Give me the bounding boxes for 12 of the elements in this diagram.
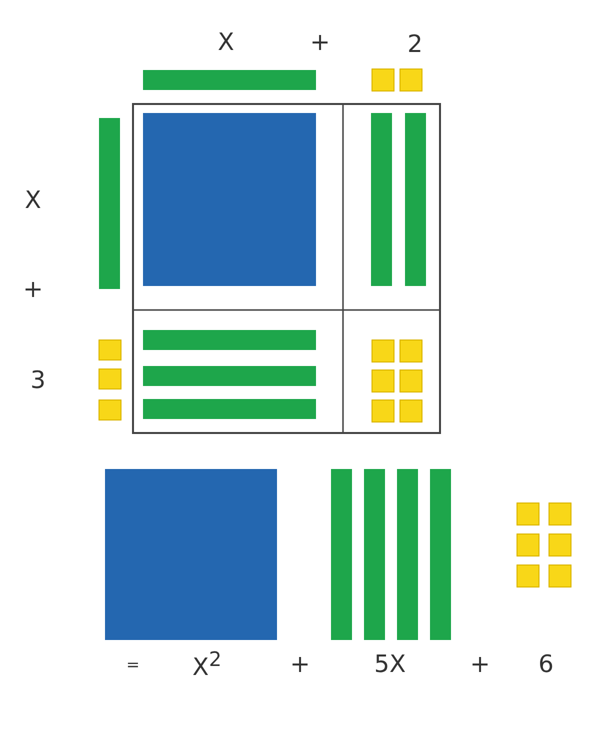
- math-text: 6: [538, 652, 554, 676]
- math-text: =: [126, 657, 140, 673]
- math-text: +: [290, 652, 310, 676]
- math-text: 5X: [374, 652, 406, 676]
- math-text: 2: [407, 32, 423, 56]
- math-text: X: [218, 30, 234, 54]
- math-text: +: [470, 652, 490, 676]
- math-text: +: [22, 277, 44, 301]
- math-text: X: [24, 188, 42, 212]
- math-text: +: [310, 30, 330, 54]
- math-text: 3: [30, 368, 46, 392]
- math-text: X$^{2}$: [192, 649, 222, 679]
